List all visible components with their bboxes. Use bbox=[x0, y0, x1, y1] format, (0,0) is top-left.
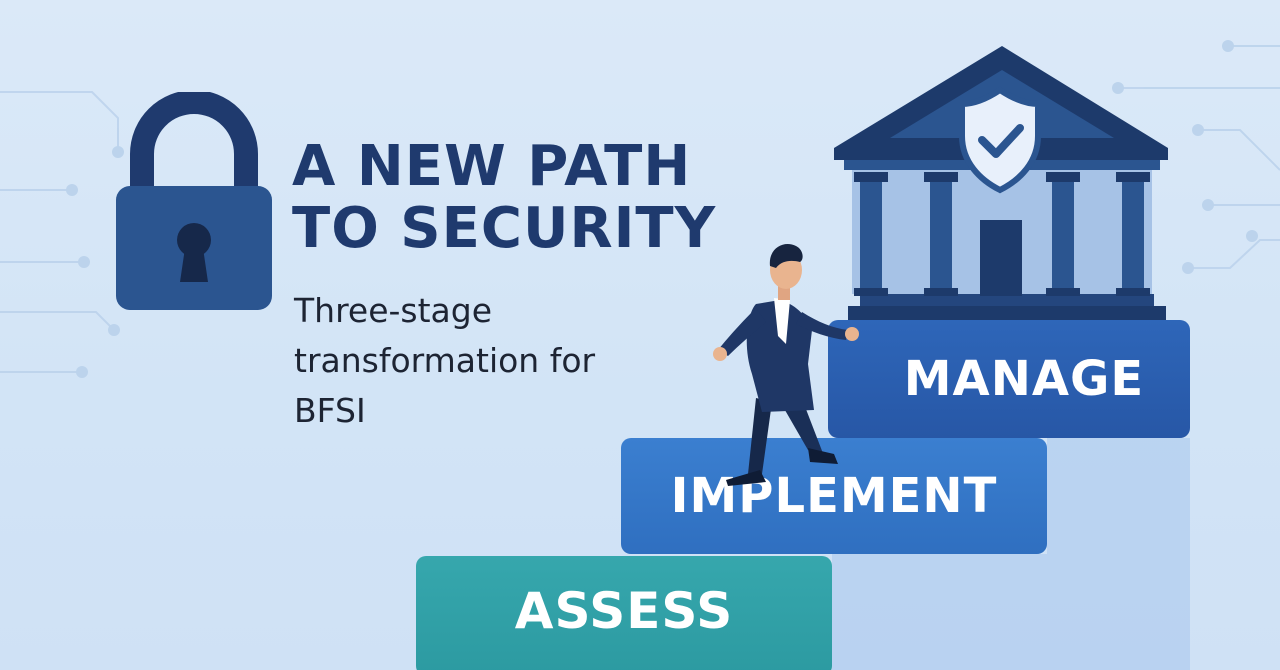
subtitle-line-3: BFSI bbox=[294, 391, 366, 430]
subtitle-line-2: transformation for bbox=[294, 341, 596, 380]
headline-line-2: TO SECURITY bbox=[292, 196, 717, 261]
headline-line-1: A NEW PATH bbox=[292, 134, 692, 199]
step-shadow-manage bbox=[1047, 438, 1190, 670]
bank-icon bbox=[834, 46, 1168, 320]
headline: A NEW PATH TO SECURITY bbox=[292, 136, 752, 260]
subtitle: Three-stage transformation for BFSI bbox=[294, 286, 674, 436]
step-assess-label: ASSESS bbox=[514, 582, 734, 640]
step-implement-label: IMPLEMENT bbox=[670, 468, 998, 524]
step-manage: MANAGE bbox=[828, 320, 1190, 438]
step-manage-label: MANAGE bbox=[903, 351, 1145, 407]
step-assess: ASSESS bbox=[416, 556, 832, 670]
businessman-illustration bbox=[713, 244, 859, 486]
shield-check-icon bbox=[959, 86, 1041, 194]
step-shadow-implement bbox=[832, 554, 1047, 670]
subtitle-line-1: Three-stage bbox=[294, 291, 493, 330]
padlock-icon bbox=[116, 92, 272, 310]
